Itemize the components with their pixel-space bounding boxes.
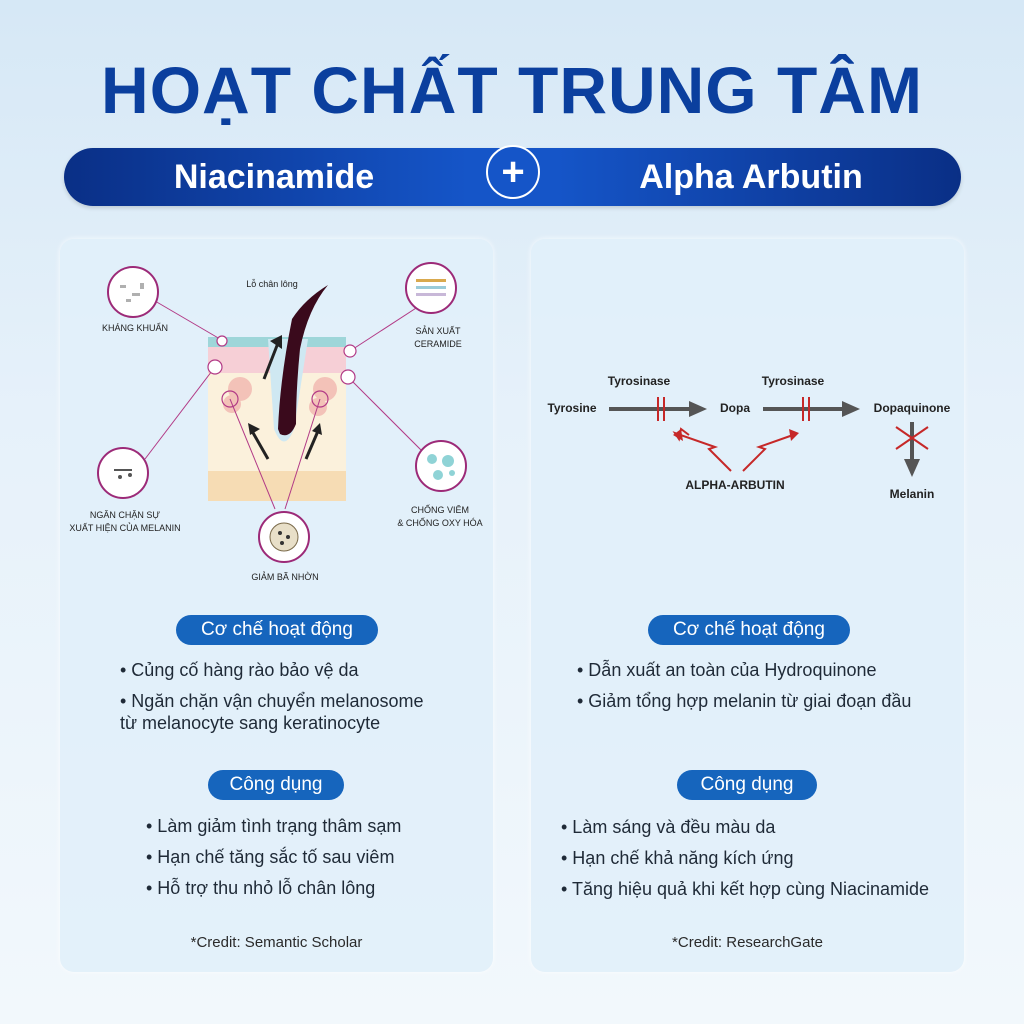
list-item: • Hỗ trợ thu nhỏ lỗ chân lông [146, 878, 376, 898]
list-item: • Dẫn xuất an toàn của Hydroquinone [577, 660, 877, 680]
antiinflam-label-1: CHỐNG VIÊM [411, 504, 469, 515]
arbutin-credit: *Credit: ResearchGate [672, 934, 823, 951]
melanin-label-1: NGĂN CHẶN SỰ [90, 510, 161, 520]
melanin-block-icon [97, 447, 149, 499]
pathway-diagram: Tyrosine Tyrosinase Dopa Tyrosinase Dopa… [547, 374, 951, 501]
inhibit-arrow-right [742, 434, 794, 472]
list-item: • Củng cố hàng rào bảo vệ da [120, 660, 359, 680]
alpha-arbutin-card: Tyrosine Tyrosinase Dopa Tyrosinase Dopa… [531, 239, 964, 972]
tyrosine-label: Tyrosine [547, 401, 596, 415]
anti-inflammation-icon [415, 440, 467, 492]
pore-label: Lỗ chân lông [246, 279, 298, 289]
niacinamide-label: Niacinamide [173, 158, 375, 196]
melanin-label-2: XUẤT HIỆN CỦA MELANIN [69, 522, 180, 533]
niacinamide-mechanism-list: • Củng cố hàng rào bảo vệ da • Ngăn chặn… [120, 659, 424, 743]
melanin-label: Melanin [890, 487, 935, 501]
dopa-label: Dopa [720, 401, 750, 415]
niacinamide-credit: *Credit: Semantic Scholar [190, 934, 363, 951]
list-item: • Giảm tổng hợp melanin từ giai đoạn đầu [577, 691, 912, 711]
list-item: từ melanocyte sang keratinocyte [120, 713, 381, 733]
list-item: • Tăng hiệu quả khi kết hợp cùng Niacina… [561, 879, 929, 899]
list-item: • Làm giảm tình trạng thâm sạm [146, 816, 402, 836]
list-item: • Hạn chế tăng sắc tố sau viêm [146, 847, 395, 867]
niacinamide-uses-title: Công dụng [208, 770, 344, 800]
antibacterial-icon [107, 266, 159, 318]
list-item: • Hạn chế khả năng kích ứng [561, 848, 794, 868]
arbutin-uses-list: • Làm sáng và đều màu da • Hạn chế khả n… [561, 816, 929, 909]
arbutin-mechanism-title: Cơ chế hoạt động [648, 615, 850, 645]
dopaquinone-label: Dopaquinone [874, 401, 951, 415]
tyrosinase-label-2: Tyrosinase [762, 374, 825, 388]
plus-icon: + [486, 145, 540, 199]
arbutin-mechanism-list: • Dẫn xuất an toàn của Hydroquinone • Gi… [577, 659, 911, 721]
ceramide-label-2: CERAMIDE [414, 339, 462, 349]
skin-diagram: Lỗ chân lông KHÁNG KHUẨN SẢN XUẤT CERAMI… [69, 262, 483, 582]
antiinflam-label-2: & CHỐNG OXY HÓA [397, 517, 482, 528]
niacinamide-uses-list: • Làm giảm tình trạng thâm sạm • Hạn chế… [146, 815, 401, 908]
sebum-label: GIẢM BÃ NHỜN [251, 571, 318, 582]
niacinamide-mechanism-title: Cơ chế hoạt động [176, 615, 378, 645]
alpha-arbutin-label: ALPHA-ARBUTIN [685, 478, 784, 492]
inhibit-arrow-left [672, 427, 732, 472]
niacinamide-card: Lỗ chân lông KHÁNG KHUẨN SẢN XUẤT CERAMI… [60, 239, 493, 972]
skin-fat-layer [208, 471, 346, 501]
arbutin-uses-title: Công dụng [677, 770, 817, 800]
antibacterial-label: KHÁNG KHUẨN [102, 322, 168, 333]
hair-shaft [278, 285, 328, 436]
alpha-arbutin-label: Alpha Arbutin [639, 158, 863, 196]
page-title: HOẠT CHẤT TRUNG TÂM [101, 53, 923, 127]
tyrosinase-label-1: Tyrosinase [608, 374, 671, 388]
ingredient-banner: Niacinamide + Alpha Arbutin [64, 145, 961, 206]
list-item: • Ngăn chặn vận chuyển melanosome [120, 691, 424, 711]
list-item: • Làm sáng và đều màu da [561, 817, 776, 837]
ceramide-label-1: SẢN XUẤT [415, 325, 461, 336]
